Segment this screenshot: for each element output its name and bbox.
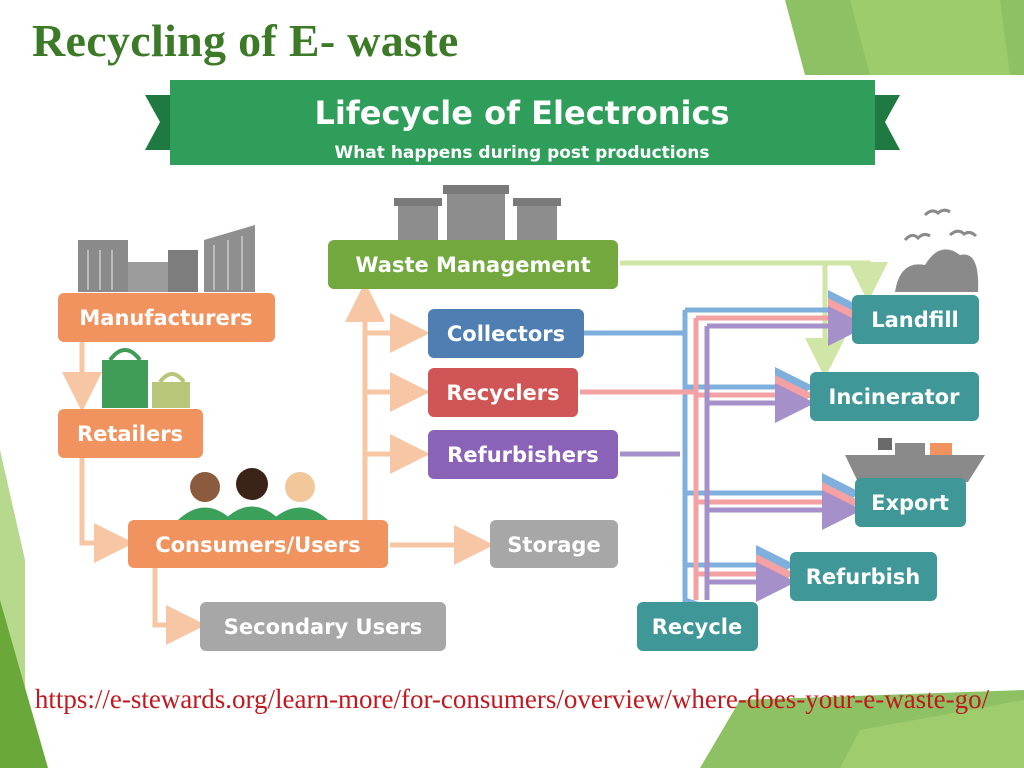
node-incinerator-label: Incinerator [829, 385, 961, 409]
slide-title: Recycling of E- waste [32, 15, 459, 66]
banner-title: Lifecycle of Electronics [315, 94, 730, 132]
landfill-mound-icon [895, 249, 979, 292]
people-icon [178, 468, 328, 520]
banner-subtitle: What happens during post productions [334, 143, 709, 163]
node-waste-management-label: Waste Management [355, 253, 590, 277]
factory-icon [78, 225, 255, 292]
node-export-label: Export [871, 491, 949, 515]
cargo-ship-icon [845, 438, 985, 482]
node-recyclers-label: Recyclers [446, 381, 559, 405]
node-consumers-label: Consumers/Users [155, 533, 361, 557]
purple-flow-lines [620, 306, 868, 602]
node-waste-management: Waste Management [328, 240, 618, 289]
node-collectors-label: Collectors [447, 322, 565, 346]
node-refurbishers-label: Refurbishers [447, 443, 599, 467]
node-refurbish: Refurbish [790, 552, 937, 601]
node-secondary-users-label: Secondary Users [224, 615, 422, 639]
node-refurbish-label: Refurbish [806, 565, 921, 589]
node-manufacturers: Manufacturers [58, 293, 275, 342]
node-recycle: Recycle [637, 602, 758, 651]
node-incinerator: Incinerator [810, 372, 979, 421]
node-retailers: Retailers [58, 409, 203, 458]
birds-icon [903, 208, 978, 242]
node-retailers-label: Retailers [77, 422, 183, 446]
node-storage: Storage [490, 520, 618, 568]
node-recycle-label: Recycle [652, 615, 742, 639]
node-recyclers: Recyclers [428, 368, 578, 417]
node-export: Export [855, 478, 966, 527]
node-landfill-label: Landfill [871, 308, 959, 332]
node-landfill: Landfill [852, 295, 979, 344]
node-consumers: Consumers/Users [128, 520, 388, 568]
node-refurbishers: Refurbishers [428, 430, 618, 479]
node-manufacturers-label: Manufacturers [79, 306, 252, 330]
orange-flow-lines [62, 282, 494, 645]
trash-cans-icon [394, 185, 561, 242]
node-storage-label: Storage [507, 533, 600, 557]
shopping-bags-icon [102, 348, 190, 408]
node-secondary-users: Secondary Users [200, 602, 446, 651]
node-collectors: Collectors [428, 309, 584, 358]
banner: Lifecycle of Electronics What happens du… [145, 80, 900, 165]
source-url[interactable]: https://e-stewards.org/learn-more/for-co… [34, 684, 990, 714]
